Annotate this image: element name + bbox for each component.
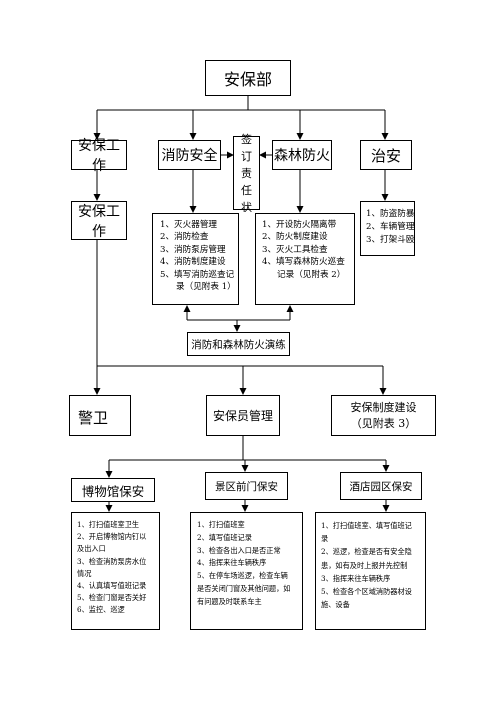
hotel-duties-list: 1、打扫值班室、填写值班记 录 2、巡逻，检查是否有安全隐 患，如有及时上报并先… — [321, 519, 425, 611]
list-item: 4、消防制度建设 — [160, 257, 226, 268]
list-item: 4、认真填写值班记录 — [77, 581, 147, 591]
list-item: 1、打扫值班室卫生 — [77, 520, 140, 529]
list-item: 6、监控、巡逻 — [77, 605, 125, 615]
public-order-label: 治安 — [370, 146, 401, 165]
list-item: 患，如有及时上报并先控制 — [321, 560, 408, 570]
guard-box: 警卫 — [69, 395, 131, 436]
staff-management-box: 安保员管理 — [206, 395, 280, 436]
list-item: 4、指挥来往车辆秩序 — [197, 558, 267, 568]
list-item: 3、打架斗殴 — [366, 235, 415, 245]
gate-guard-label: 景区前门保安 — [215, 480, 278, 493]
gate-guard-box: 景区前门保安 — [205, 472, 288, 500]
list-item: 情况 — [77, 568, 92, 578]
list-item: 录（见附表 1） — [176, 282, 236, 293]
list-item: 4、填写森林防火巡查 — [262, 257, 345, 268]
fire-safety-label: 消防安全 — [161, 148, 218, 164]
list-item: 3、检查消防泵房水位 — [77, 556, 147, 566]
responsibility-label: 签订责任状 — [241, 132, 252, 214]
list-item: 5、填写消防巡查记 — [160, 269, 235, 280]
list-item: 录 — [321, 534, 329, 544]
hotel-guard-label: 酒店园区保安 — [349, 480, 413, 493]
security-system-box: 安保制度建设 （见附表 3） — [331, 395, 436, 436]
forest-fire-list: 1、开设防火隔离带 2、防火制度建设 3、灭火工具检查 4、填写森林防火巡查 记… — [262, 219, 354, 281]
list-item: 2、消防检查 — [160, 232, 209, 243]
guard-label: 警卫 — [78, 409, 109, 427]
museum-guard-label: 博物馆保安 — [81, 483, 145, 499]
forest-fire-box: 森林防火 — [272, 140, 332, 170]
hotel-duties-box: 1、打扫值班室、填写值班记 录 2、巡逻，检查是否有安全隐 患，如有及时上报并先… — [315, 512, 426, 630]
list-item: 记录（见附表 2） — [277, 269, 346, 280]
fire-safety-items-box: 1、灭火器管理 2、消防检查 3、消防泵房管理 4、消防制度建设 5、填写消防巡… — [152, 213, 239, 305]
public-order-list: 1、防盗防暴 2、车辆管理 3、打架斗殴 — [366, 208, 414, 247]
list-item: 2、巡逻，检查是否有安全隐 — [321, 547, 412, 557]
fire-drill-label: 消防和森林防火演练 — [191, 338, 286, 351]
gate-duties-list: 1、打扫值班室 2、填写值班记录 3、检查各出入口是否正常 4、指挥来往车辆秩序… — [197, 519, 302, 609]
list-item: 1、打扫值班室 — [197, 520, 245, 529]
list-item: 1、灭火器管理 — [160, 220, 218, 230]
security-department-box: 安保部 — [205, 60, 291, 96]
security-system-line2: （见附表 3） — [350, 416, 417, 430]
list-item: 5、检查各个区域消防器材设 — [321, 587, 412, 597]
gate-duties-box: 1、打扫值班室 2、填写值班记录 3、检查各出入口是否正常 4、指挥来往车辆秩序… — [190, 512, 303, 630]
list-item: 2、车辆管理 — [366, 222, 415, 232]
list-item: 3、消防泵房管理 — [160, 244, 226, 255]
list-item: 2、防火制度建设 — [262, 232, 328, 243]
list-item: 1、开设防火隔离带 — [262, 220, 337, 230]
fire-drill-box: 消防和森林防火演练 — [187, 332, 290, 356]
security-work-box: 安保工作 — [71, 138, 127, 174]
museum-duties-list: 1、打扫值班室卫生 2、开启博物馆内钉以 及出入口 3、检查消防泵房水位 情况 … — [77, 519, 159, 617]
public-order-box: 治安 — [360, 140, 412, 170]
list-item: 3、指挥来往车辆秩序 — [321, 573, 391, 583]
security-work-detail-box: 安保工作 — [71, 201, 127, 240]
list-item: 2、填写值班记录 — [197, 532, 252, 542]
list-item: 5、检查门窗是否关好 — [77, 593, 147, 603]
list-item: 1、打扫值班室、填写值班记 — [321, 521, 412, 530]
security-department-title: 安保部 — [223, 70, 272, 89]
hotel-guard-box: 酒店园区保安 — [340, 472, 422, 500]
list-item: 3、灭火工具检查 — [262, 244, 328, 255]
security-system-line1: 安保制度建设 — [350, 400, 417, 414]
list-item: 5、在停车场巡逻，检查车辆 — [197, 571, 288, 581]
staff-management-label: 安保员管理 — [212, 409, 273, 423]
museum-duties-box: 1、打扫值班室卫生 2、开启博物馆内钉以 及出入口 3、检查消防泵房水位 情况 … — [71, 512, 160, 630]
list-item: 1、防盗防暴 — [366, 209, 415, 219]
list-item: 有问题及时联系车主 — [197, 596, 262, 606]
forest-fire-items-box: 1、开设防火隔离带 2、防火制度建设 3、灭火工具检查 4、填写森林防火巡查 记… — [255, 213, 355, 305]
security-work-detail-label: 安保工作 — [78, 203, 120, 240]
forest-fire-label: 森林防火 — [274, 148, 330, 164]
security-work-label: 安保工作 — [78, 138, 120, 174]
museum-guard-box: 博物馆保安 — [71, 478, 155, 502]
list-item: 及出入口 — [77, 544, 106, 554]
public-order-items-box: 1、防盗防暴 2、车辆管理 3、打架斗殴 — [360, 201, 415, 256]
list-item: 施、设备 — [321, 600, 350, 610]
fire-safety-box: 消防安全 — [158, 140, 221, 170]
list-item: 3、检查各出入口是否正常 — [197, 545, 281, 555]
responsibility-box: 签订责任状 — [233, 133, 260, 214]
list-item: 2、开启博物馆内钉以 — [77, 532, 147, 542]
list-item: 是否关闭门窗及其他问题，如 — [197, 583, 291, 593]
fire-safety-list: 1、灭火器管理 2、消防检查 3、消防泵房管理 4、消防制度建设 5、填写消防巡… — [160, 219, 238, 293]
